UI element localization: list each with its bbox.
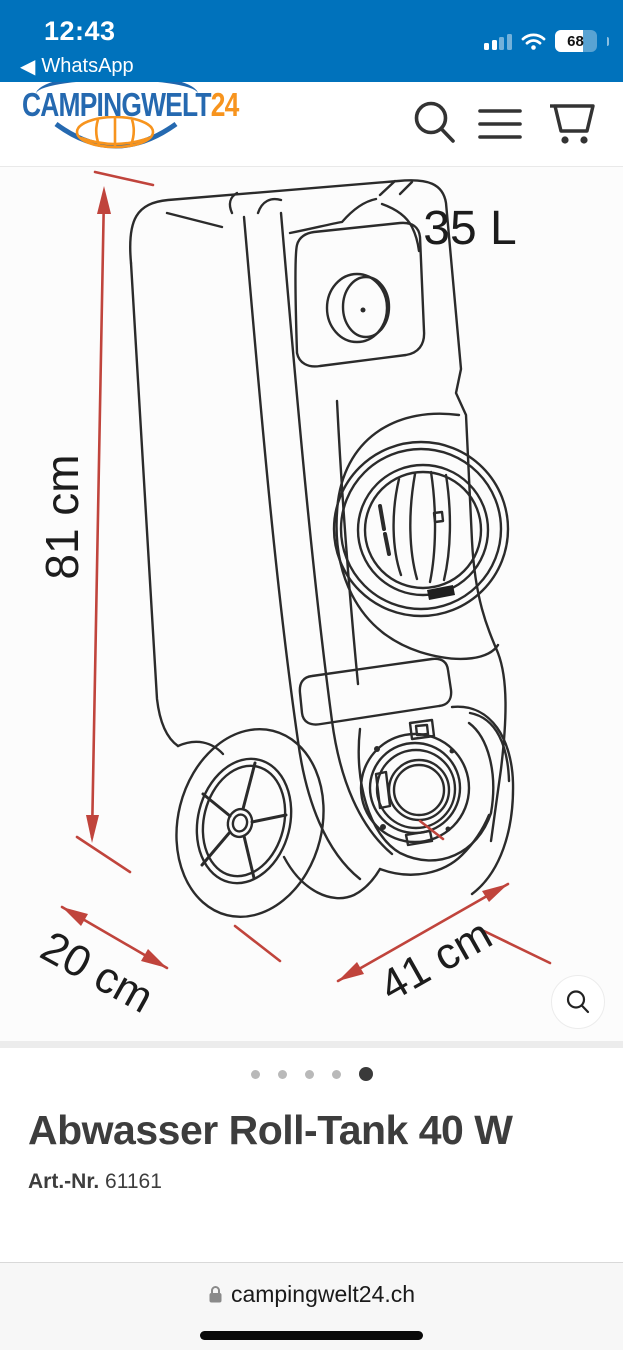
carousel-dot-4[interactable] xyxy=(331,1069,341,1079)
battery-icon: 68 xyxy=(554,30,597,52)
browser-bottom-bar: campingwelt24.ch xyxy=(0,1262,623,1350)
cart-button[interactable] xyxy=(546,82,598,166)
cellular-signal-icon xyxy=(484,33,512,50)
back-to-whatsapp-link[interactable]: ◀ WhatsApp xyxy=(20,54,134,79)
battery-percent: 68 xyxy=(567,32,584,50)
carousel-dot-1[interactable] xyxy=(250,1069,260,1079)
status-bar: 12:43 ◀ WhatsApp 68 xyxy=(0,0,623,82)
logo-globe-icon xyxy=(54,116,178,149)
cart-icon xyxy=(550,104,595,144)
shop-header: CAMPINGWELT24 xyxy=(0,74,623,166)
carousel-dots xyxy=(0,1048,623,1081)
volume-label: 35 L xyxy=(423,202,516,255)
clock: 12:43 xyxy=(44,16,116,46)
article-number-label: Art.-Nr. xyxy=(28,1170,100,1193)
image-zoom-button[interactable] xyxy=(551,975,605,1029)
search-icon xyxy=(414,101,455,143)
product-image-carousel[interactable]: 35 L 81 cm 20 cm 41 cm xyxy=(0,166,623,1048)
campingwelt24-logo[interactable]: CAMPINGWELT24 xyxy=(22,60,239,170)
home-indicator[interactable] xyxy=(200,1331,423,1340)
carousel-dot-3[interactable] xyxy=(304,1069,314,1079)
carousel-dot-2[interactable] xyxy=(277,1069,287,1079)
lock-icon xyxy=(209,1286,222,1303)
back-app-label: WhatsApp xyxy=(41,55,134,77)
article-number-line: Art.-Nr. 61161 xyxy=(28,1170,623,1194)
address-bar[interactable]: campingwelt24.ch xyxy=(0,1281,623,1308)
roll-tank-technical-drawing: 35 L 81 cm 20 cm 41 cm xyxy=(33,170,552,1023)
logo-24: 24 xyxy=(210,86,240,123)
product-title: Abwasser Roll-Tank 40 W xyxy=(28,1107,513,1153)
dimension-lines xyxy=(60,170,552,983)
depth-label: 20 cm xyxy=(33,922,162,1023)
magnifier-icon xyxy=(566,990,590,1014)
menu-button[interactable] xyxy=(477,82,523,166)
article-number-value: 61161 xyxy=(105,1170,162,1193)
hamburger-icon xyxy=(478,109,522,139)
search-button[interactable] xyxy=(410,82,460,166)
height-label: 81 cm xyxy=(36,454,88,579)
battery-nub xyxy=(606,36,609,46)
wifi-icon xyxy=(521,32,545,50)
back-triangle-icon: ◀ xyxy=(20,56,36,78)
carousel-dot-5[interactable] xyxy=(358,1067,373,1081)
url-text: campingwelt24.ch xyxy=(230,1281,416,1307)
